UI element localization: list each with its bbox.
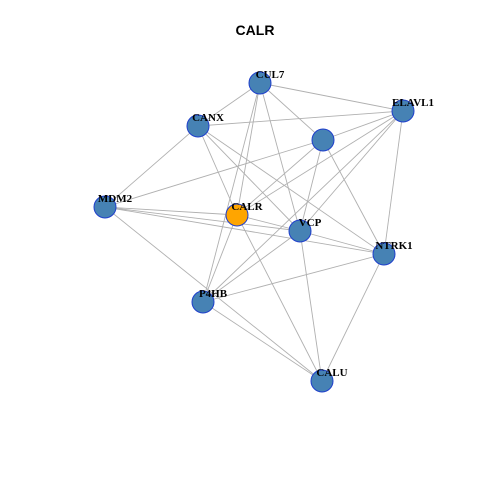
node-calu	[310, 369, 334, 393]
node-calr	[225, 203, 249, 227]
edge-canx-calr	[197, 125, 238, 216]
edge-unlabeled-calr	[236, 139, 324, 216]
edge-unlabeled-ntrk1	[322, 139, 385, 255]
edge-unlabeled-mdm2	[104, 139, 324, 208]
edge-canx-mdm2	[104, 125, 199, 208]
node-vcp	[288, 219, 312, 243]
node-label-calu: CALU	[316, 367, 347, 379]
edge-elavl1-p4hb	[202, 110, 404, 303]
edge-elavl1-ntrk1	[383, 110, 404, 255]
node-label-cul7: CUL7	[256, 69, 285, 81]
edge-cul7-p4hb	[202, 82, 261, 303]
edge-elavl1-unlabeled	[322, 110, 404, 141]
edge-vcp-ntrk1	[299, 230, 385, 255]
node-canx	[186, 114, 210, 138]
node-unlabeled	[311, 128, 335, 152]
node-p4hb	[191, 290, 215, 314]
graph-title: CALR	[236, 22, 275, 38]
node-ntrk1	[372, 242, 396, 266]
edge-calr-calu	[236, 214, 323, 382]
node-cul7	[248, 71, 272, 95]
edge-vcp-p4hb	[202, 230, 301, 303]
node-label-ntrk1: NTRK1	[375, 240, 412, 252]
edge-cul7-unlabeled	[259, 82, 324, 141]
edge-ntrk1-calu	[321, 253, 385, 382]
edge-p4hb-calu	[202, 301, 323, 382]
edge-mdm2-vcp	[104, 206, 301, 232]
edge-vcp-calu	[299, 230, 323, 382]
node-label-p4hb: P4HB	[199, 288, 228, 300]
node-label-mdm2: MDM2	[98, 193, 133, 205]
edge-elavl1-vcp	[299, 110, 404, 232]
node-label-calr: CALR	[231, 201, 263, 213]
node-label-canx: CANX	[192, 112, 224, 124]
node-label-vcp: VCP	[299, 217, 322, 229]
edge-elavl1-calr	[236, 110, 404, 216]
edge-cul7-canx	[197, 82, 261, 127]
edge-cul7-calr	[236, 82, 261, 216]
edge-unlabeled-vcp	[299, 139, 324, 232]
edge-cul7-vcp	[259, 82, 301, 232]
node-label-elavl1: ELAVL1	[392, 97, 434, 109]
edge-cul7-elavl1	[259, 82, 404, 112]
nodes-layer	[93, 71, 415, 393]
edge-calr-p4hb	[202, 214, 238, 303]
edge-mdm2-calr	[104, 206, 238, 216]
edge-ntrk1-p4hb	[202, 253, 385, 303]
edge-canx-elavl1	[197, 110, 404, 127]
edge-canx-vcp	[197, 125, 301, 232]
edges-layer	[104, 82, 404, 382]
node-mdm2	[93, 195, 117, 219]
node-elavl1	[391, 99, 415, 123]
edge-canx-ntrk1	[197, 125, 385, 255]
